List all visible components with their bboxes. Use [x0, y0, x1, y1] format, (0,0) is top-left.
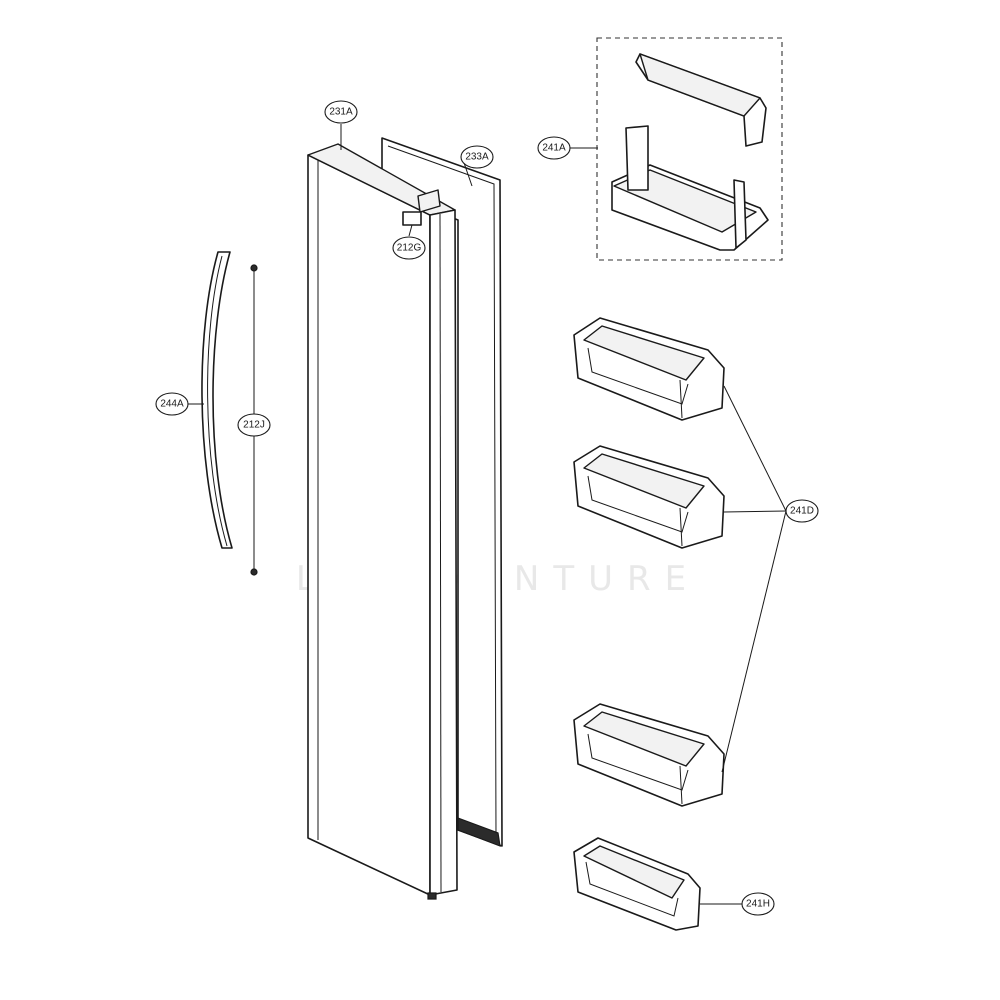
callout-label-233A: 233A [465, 152, 489, 163]
callout-label-212J: 212J [243, 420, 265, 431]
door-handle [201, 251, 233, 549]
callout-label-231A: 231A [329, 107, 353, 118]
small-door-bin [573, 837, 701, 931]
callout-label-241A: 241A [542, 143, 566, 154]
callout-label-244A: 244A [160, 399, 184, 410]
callout-241D: 241D [785, 499, 819, 523]
door-bin-2 [573, 445, 725, 549]
callout-244A: 244A [155, 392, 189, 416]
callout-231A: 231A [324, 100, 358, 124]
door-panel [307, 143, 458, 900]
door-bin-3 [573, 703, 725, 807]
callout-212J: 212J [237, 413, 271, 437]
callout-241A: 241A [537, 136, 571, 160]
callout-label-212G: 212G [397, 243, 422, 254]
door-bin-1 [573, 317, 725, 421]
leader-lines [187, 124, 787, 905]
callout-label-241H: 241H [746, 899, 770, 910]
callout-212G: 212G [392, 236, 426, 260]
callout-241H: 241H [741, 892, 775, 916]
callout-label-241D: 241D [790, 506, 814, 517]
callout-233A: 233A [460, 145, 494, 169]
bin-assembly-box [596, 37, 783, 261]
